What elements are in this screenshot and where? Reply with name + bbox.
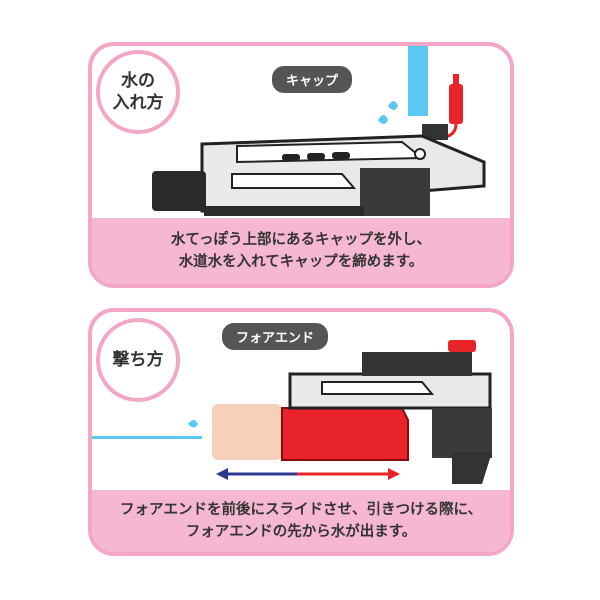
caption-line1: フォアエンドを前後にスライドさせ、引きつける際に、 [119,502,483,518]
step-badge-shoot: 撃ち方 [96,318,180,402]
water-gun-body [288,352,492,484]
fill-caption: 水てっぽう上部にあるキャップを外し、 水道水を入れてキャップを締めます。 [92,218,510,284]
badge-label-line1: 撃ち方 [112,350,164,370]
water-droplet [378,115,388,124]
caption-line2: 水道水を入れてキャップを締めます。 [178,254,424,270]
water-gun-shoot-illustration [92,340,492,484]
fore-end-motion-ghost [212,404,282,460]
fill-instructions-panel: 水の 入れ方 キャップ 水てっぽう上部にあるキャップを外し、 水道水を入れてキャ… [88,42,514,288]
water-droplet [188,420,198,428]
step-badge-fill: 水の 入れ方 [96,50,180,134]
badge-label-line1: 水の [121,71,155,91]
badge-label-line2: 入れ方 [112,93,164,113]
cap-icon [448,340,476,352]
shoot-instructions-panel: 撃ち方 フォアエンド フォアエンドを前後にスライドさせ、引きつける際に、 フォア… [88,308,514,556]
water-droplet [388,101,398,110]
cap-callout-label: キャップ [272,66,353,93]
caption-line1: 水てっぽう上部にあるキャップを外し、 [170,232,432,248]
fore-end-part [281,407,409,461]
water-jet [92,436,202,439]
water-gun-fill-illustration [152,46,486,216]
shoot-caption: フォアエンドを前後にスライドさせ、引きつける際に、 フォアエンドの先から水が出ま… [92,490,510,552]
slide-direction-arrow [216,468,400,480]
water-stream [408,46,428,116]
caption-line2: フォアエンドの先から水が出ます。 [185,524,417,540]
water-gun-body [152,124,486,216]
fore-end-callout-label: フォアエンド [222,323,329,350]
